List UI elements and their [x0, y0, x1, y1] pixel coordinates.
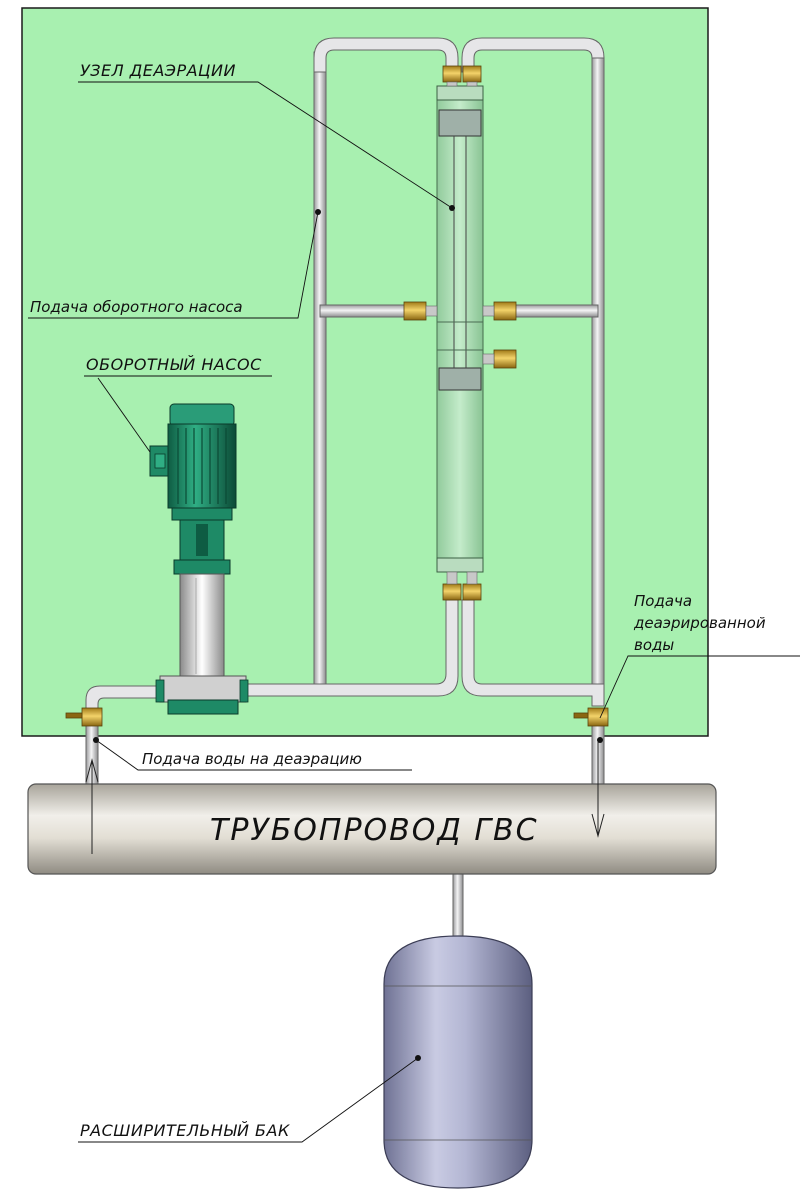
- left-riser-pipe: [313, 51, 327, 693]
- fitting-top-left: [442, 65, 462, 83]
- label-circulation-pump: ОБОРОТНЫЙ НАСОС: [86, 355, 262, 374]
- flow-arrows: [85, 740, 605, 854]
- label-pump-feed: Подача оборотного насоса: [30, 298, 243, 316]
- label-water-to-deaeration: Подача воды на деаэрацию: [142, 750, 362, 768]
- label-expansion-tank: РАСШИРИТЕЛЬНЫЙ БАК: [80, 1121, 290, 1140]
- valve-outlet-handle: [573, 712, 589, 719]
- brass-fittings: [65, 65, 609, 727]
- fitting-bottom-right: [462, 583, 482, 601]
- label-deaerated-line2: деаэрированной: [633, 614, 766, 632]
- expansion-tank: [383, 935, 533, 1189]
- leader-dots: [93, 205, 603, 1061]
- deaeration-column: [436, 85, 484, 573]
- dhw-main-pipe: [27, 783, 717, 875]
- right-cross-pipe: [511, 304, 599, 318]
- fitting-side-right: [493, 349, 517, 369]
- label-deaerated-line1: Подача: [634, 592, 692, 610]
- fitting-top-right: [462, 65, 482, 83]
- right-riser-pipe: [591, 57, 605, 693]
- fitting-mid-left: [403, 301, 427, 321]
- bottom-right-run: [461, 599, 605, 707]
- fitting-mid-right: [493, 301, 517, 321]
- column-couplings: [425, 81, 495, 585]
- leader-lines: [28, 81, 800, 1143]
- tank-feed-pipe: [452, 873, 464, 945]
- left-cross-pipe: [319, 304, 413, 318]
- pipework: [85, 37, 605, 945]
- valve-outlet: [587, 707, 609, 727]
- label-dhw-pipeline: ТРУБОПРОВОД ГВС: [210, 813, 539, 848]
- valve-inlet: [81, 707, 103, 727]
- valve-inlet-handle: [65, 712, 83, 719]
- label-deaerated-line3: воды: [634, 636, 674, 654]
- label-deaeration-unit: УЗЕЛ ДЕАЭРАЦИИ: [80, 61, 236, 80]
- circulation-pump: [149, 403, 249, 715]
- left-top-bend: [313, 37, 459, 73]
- fitting-bottom-left: [442, 583, 462, 601]
